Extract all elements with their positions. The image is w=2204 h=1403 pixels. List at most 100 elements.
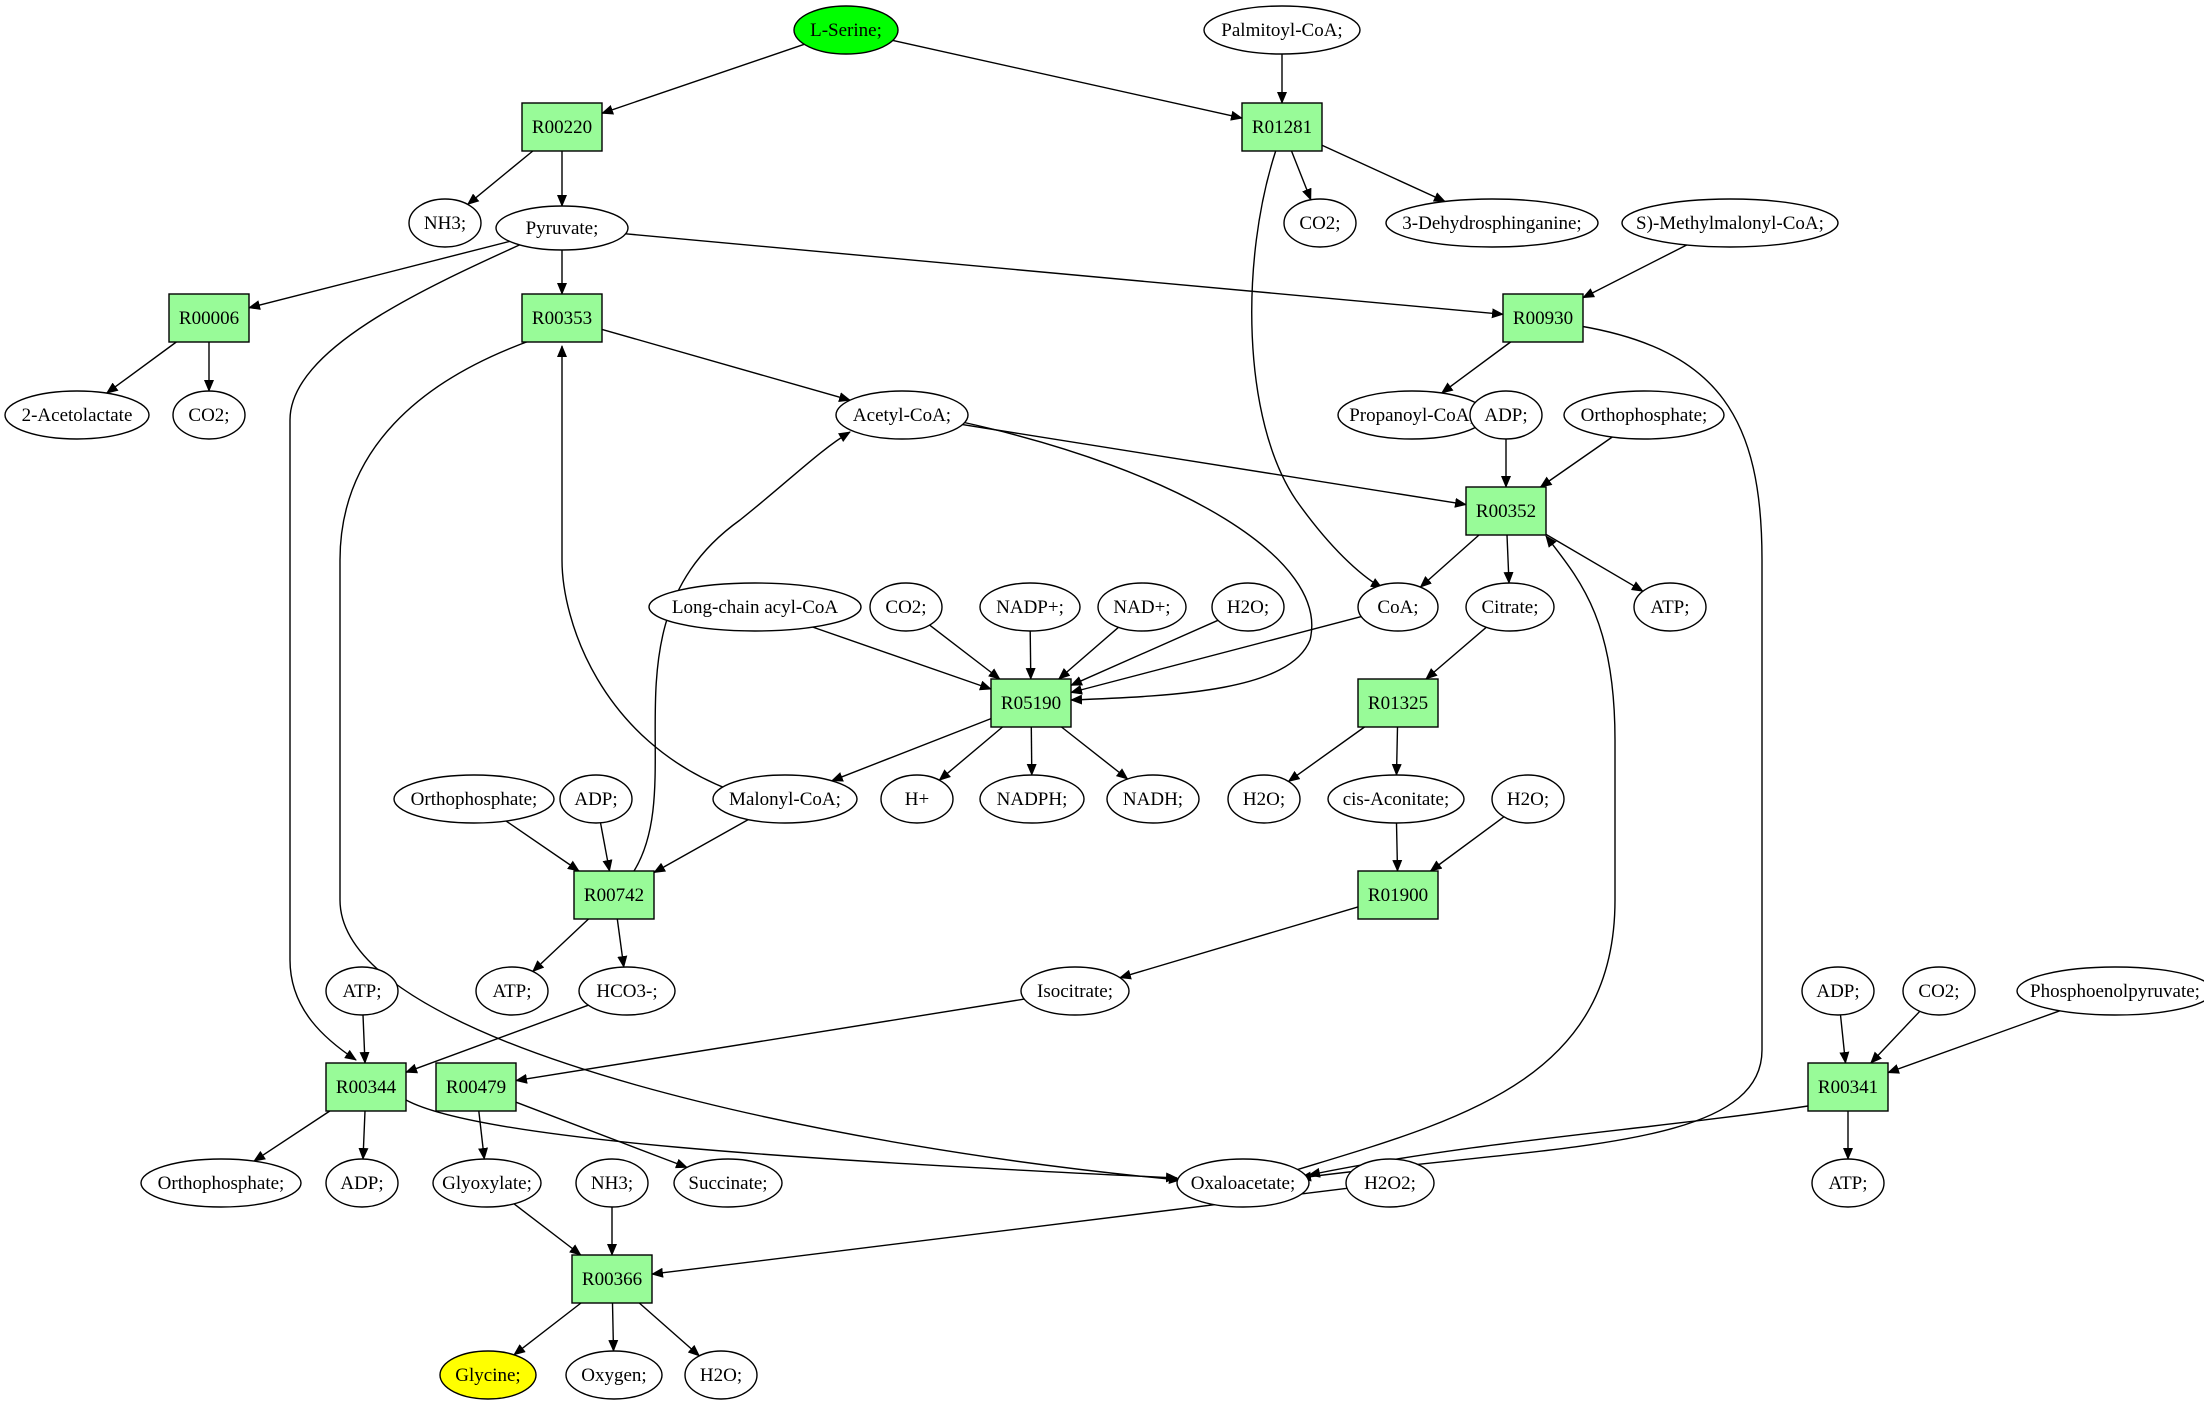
node-label: NADH; bbox=[1123, 789, 1183, 810]
edge-methylmal-to-R00930 bbox=[1582, 244, 1688, 299]
compound-ellipse bbox=[1385, 198, 1599, 248]
node-label: R00366 bbox=[582, 1269, 642, 1290]
node-label: R00479 bbox=[446, 1077, 506, 1098]
reaction-box bbox=[1502, 293, 1584, 343]
edge-nadpplus-to-R05190 bbox=[1025, 630, 1036, 680]
node-label: 3-Dehydrosphinganine; bbox=[1402, 213, 1581, 234]
compound-node-h2oc: H2O; bbox=[1491, 774, 1565, 824]
reaction-node-R00220: R00220 bbox=[521, 102, 603, 152]
compound-node-atpa: ATP; bbox=[1633, 582, 1707, 632]
compound-ellipse bbox=[565, 1350, 663, 1400]
node-label: Orthophosphate; bbox=[158, 1173, 285, 1194]
compound-ellipse bbox=[1491, 774, 1565, 824]
compound-node-glyoxylate: Glyoxylate; bbox=[432, 1158, 542, 1208]
compound-node-co2b: CO2; bbox=[172, 390, 246, 440]
edge-R00220-to-nh3a bbox=[466, 150, 534, 206]
node-label: R00742 bbox=[584, 885, 644, 906]
reaction-node-R00479: R00479 bbox=[435, 1062, 517, 1112]
node-label: R01325 bbox=[1368, 693, 1428, 714]
compound-node-h2od: H2O; bbox=[684, 1350, 758, 1400]
edge-R00344-to-oxaloacetate bbox=[405, 1099, 1178, 1183]
reaction-node-R01325: R01325 bbox=[1357, 678, 1439, 728]
reaction-node-R01281: R01281 bbox=[1241, 102, 1323, 152]
node-label: ATP; bbox=[1650, 597, 1689, 618]
node-label: ATP; bbox=[342, 981, 381, 1002]
reaction-node-R00930: R00930 bbox=[1502, 293, 1584, 343]
compound-node-isocitrate: Isocitrate; bbox=[1020, 966, 1130, 1016]
node-label: Long-chain acyl-CoA bbox=[672, 597, 838, 618]
node-label: Glyoxylate; bbox=[442, 1173, 532, 1194]
reaction-box bbox=[571, 1254, 653, 1304]
node-label: Succinate; bbox=[688, 1173, 767, 1194]
reaction-node-R00366: R00366 bbox=[571, 1254, 653, 1304]
reaction-box bbox=[1241, 102, 1323, 152]
compound-ellipse bbox=[1357, 582, 1439, 632]
node-label: ATP; bbox=[492, 981, 531, 1002]
node-label: ADP; bbox=[1816, 981, 1859, 1002]
compound-ellipse bbox=[835, 390, 969, 440]
node-label: NAD+; bbox=[1113, 597, 1170, 618]
node-label: Orthophosphate; bbox=[411, 789, 538, 810]
compound-node-longchain: Long-chain acyl-CoA bbox=[648, 582, 862, 632]
edge-lserine-to-R01281 bbox=[892, 39, 1243, 121]
edge-R00353-to-oxaloacetate bbox=[339, 339, 1181, 1184]
compound-node-h2o2: H2O2; bbox=[1345, 1158, 1435, 1208]
edge-R01281-to-co2a bbox=[1290, 150, 1312, 201]
edge-h2oc-to-R01900 bbox=[1429, 816, 1505, 872]
reaction-box bbox=[521, 293, 603, 343]
compound-ellipse bbox=[1176, 1158, 1310, 1208]
edge-R00930-to-propanoyl bbox=[1440, 341, 1512, 394]
node-label: H2O; bbox=[700, 1365, 742, 1386]
compound-ellipse bbox=[495, 205, 629, 251]
edge-layer bbox=[105, 39, 2061, 1357]
compound-ellipse bbox=[1227, 774, 1301, 824]
node-label: ATP; bbox=[1828, 1173, 1867, 1194]
edge-R00352-to-coa bbox=[1419, 534, 1480, 588]
compound-node-adpa: ADP; bbox=[1469, 390, 1543, 440]
compound-node-oxygen: Oxygen; bbox=[565, 1350, 663, 1400]
node-label: H2O; bbox=[1243, 789, 1285, 810]
compound-ellipse bbox=[559, 774, 633, 824]
edge-R00006-to-acetolac bbox=[105, 341, 177, 394]
edge-R05190-to-malonyl bbox=[830, 717, 992, 782]
node-label: HCO3-; bbox=[596, 981, 657, 1002]
compound-node-lserine: L-Serine; bbox=[793, 5, 899, 55]
edge-atpc-to-R00344 bbox=[359, 1014, 370, 1064]
reaction-node-R00352: R00352 bbox=[1465, 486, 1547, 536]
node-label: H2O; bbox=[1227, 597, 1269, 618]
compound-ellipse bbox=[1283, 198, 1357, 248]
edge-R00366-to-h2od bbox=[638, 1302, 701, 1357]
compound-node-atpd: ATP; bbox=[1811, 1158, 1885, 1208]
edge-pyruvate-to-R00344 bbox=[289, 241, 527, 1061]
compound-node-hco3: HCO3-; bbox=[578, 966, 676, 1016]
reaction-box bbox=[435, 1062, 517, 1112]
node-label: Phosphoenolpyruvate; bbox=[2030, 981, 2200, 1002]
node-label: Malonyl-CoA; bbox=[729, 789, 841, 810]
edge-R00479-to-succinate bbox=[515, 1101, 688, 1169]
node-label: L-Serine; bbox=[810, 20, 882, 41]
compound-ellipse bbox=[325, 1158, 399, 1208]
compound-ellipse bbox=[1563, 390, 1725, 440]
reaction-box bbox=[1357, 870, 1439, 920]
compound-node-pyruvate: Pyruvate; bbox=[495, 205, 629, 251]
node-label: Glycine; bbox=[455, 1365, 520, 1386]
compound-ellipse bbox=[1345, 1158, 1435, 1208]
edge-orthob-to-R00742 bbox=[505, 820, 580, 872]
compound-node-coa: CoA; bbox=[1357, 582, 1439, 632]
compound-node-aconitate: cis-Aconitate; bbox=[1327, 774, 1465, 824]
edge-R00344-to-adpd bbox=[358, 1110, 369, 1160]
reaction-box bbox=[1465, 486, 1547, 536]
compound-node-oxaloacetate: Oxaloacetate; bbox=[1176, 1158, 1310, 1208]
reaction-box bbox=[325, 1062, 407, 1112]
edge-glyoxylate-to-R00366 bbox=[513, 1203, 582, 1256]
edge-isocitrate-to-R00479 bbox=[515, 998, 1025, 1084]
edge-R01325-to-aconitate bbox=[1391, 726, 1402, 776]
compound-node-co2c: CO2; bbox=[869, 582, 943, 632]
reaction-node-R00006: R00006 bbox=[168, 293, 250, 343]
edge-aconitate-to-R01900 bbox=[1392, 822, 1403, 872]
node-label: H+ bbox=[905, 789, 929, 810]
compound-ellipse bbox=[4, 390, 150, 440]
node-label: R00220 bbox=[532, 117, 592, 138]
compound-node-dehydro: 3-Dehydrosphinganine; bbox=[1385, 198, 1599, 248]
compound-ellipse bbox=[1097, 582, 1187, 632]
